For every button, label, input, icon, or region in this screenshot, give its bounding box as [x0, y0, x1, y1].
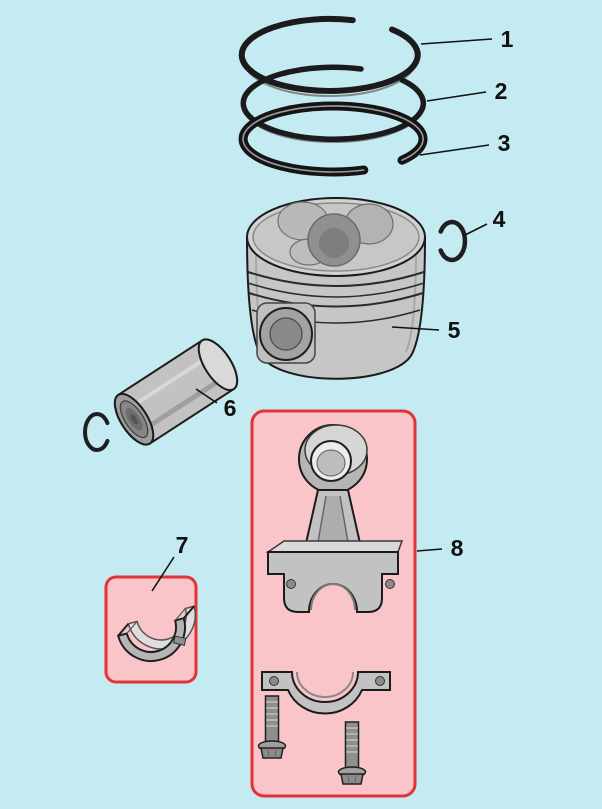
leader-line-1	[420, 38, 493, 45]
big-end-bolt-hole	[286, 579, 296, 589]
cap-bolt-hole	[269, 676, 279, 686]
piston	[245, 197, 427, 380]
shell-locating-tab	[172, 635, 187, 646]
ring-groove	[247, 271, 425, 287]
callout-label-7[interactable]: 7	[175, 532, 189, 558]
callout-label-5[interactable]: 5	[447, 317, 461, 343]
bearing-cap	[261, 671, 391, 715]
ring-groove	[247, 282, 425, 298]
leader-line-5	[391, 326, 440, 331]
oil-ring-3	[238, 101, 428, 177]
piston-ring-1	[238, 15, 421, 97]
highlight-box-8[interactable]	[250, 409, 417, 798]
cap-bolt-hole	[375, 676, 385, 686]
leader-line-7	[151, 556, 175, 592]
connecting-rod	[265, 424, 404, 613]
rod-bolt-left	[257, 695, 287, 759]
ring-groove	[248, 292, 424, 308]
callout-label-6[interactable]: 6	[223, 395, 237, 421]
bearing-shell	[116, 605, 196, 662]
circlip-left	[83, 412, 110, 452]
leader-line-2	[426, 91, 487, 102]
callout-label-4[interactable]: 4	[492, 206, 506, 232]
leader-lines	[151, 38, 493, 592]
callout-label-8[interactable]: 8	[450, 535, 464, 561]
leader-line-6	[195, 388, 218, 404]
callout-label-2[interactable]: 2	[494, 78, 508, 104]
highlight-box-7[interactable]	[104, 575, 198, 684]
callout-label-3[interactable]: 3	[497, 130, 511, 156]
pin-end-face	[197, 338, 239, 392]
callout-label-1[interactable]: 1	[500, 26, 514, 52]
leader-line-8	[416, 548, 443, 552]
circlip-right	[438, 219, 468, 263]
piston-pin	[113, 338, 239, 446]
leader-line-3	[419, 144, 490, 156]
leader-line-4	[462, 223, 488, 237]
big-end-bolt-hole	[385, 579, 395, 589]
